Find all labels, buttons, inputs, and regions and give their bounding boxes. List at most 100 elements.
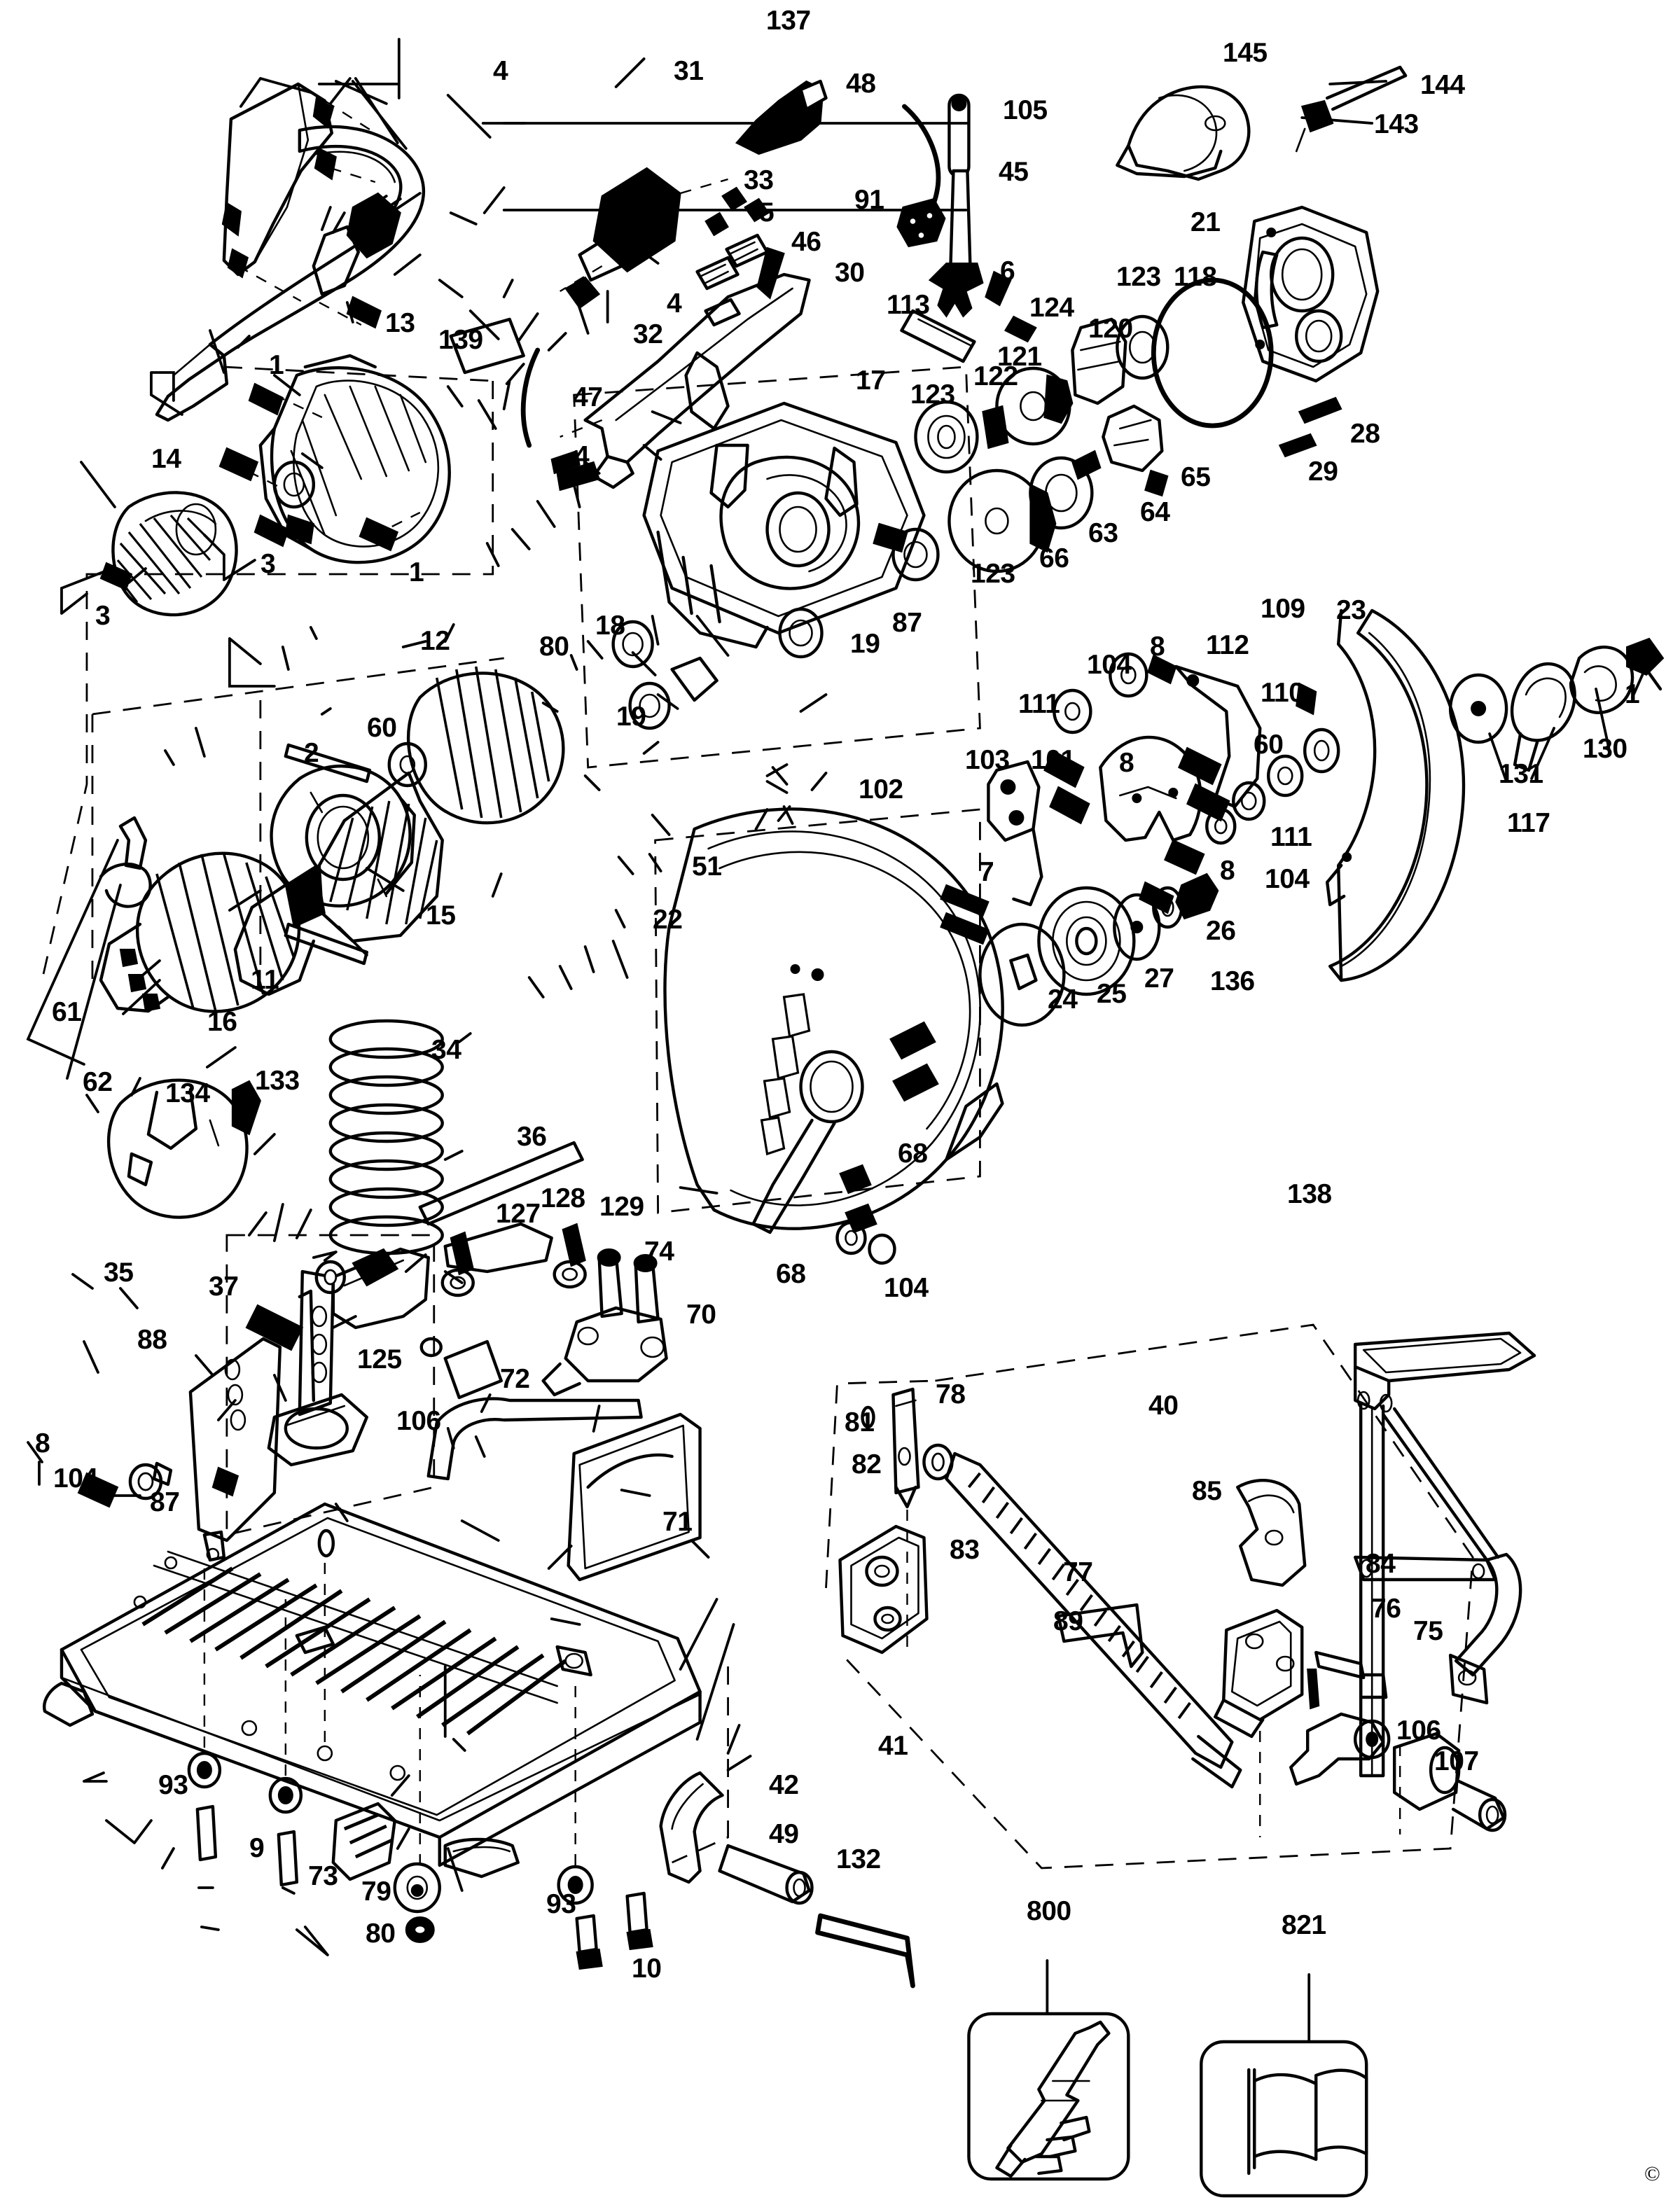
part-callout-89: 89 bbox=[1053, 1606, 1083, 1636]
part-callout-35: 35 bbox=[104, 1258, 134, 1288]
part-callout-12: 12 bbox=[420, 626, 450, 656]
part-callout-83: 83 bbox=[950, 1535, 980, 1565]
part-callout-61: 61 bbox=[52, 997, 82, 1027]
part-callout-4: 4 bbox=[574, 441, 590, 471]
part-callout-112: 112 bbox=[1206, 630, 1249, 660]
part-callout-105: 105 bbox=[1003, 95, 1048, 125]
group-trigger-145 bbox=[1116, 65, 1408, 181]
part-callout-75: 75 bbox=[1413, 1616, 1443, 1646]
part-callout-123: 123 bbox=[971, 559, 1015, 589]
part-callout-144: 144 bbox=[1420, 70, 1465, 100]
part-callout-78: 78 bbox=[936, 1379, 966, 1409]
part-118-oring bbox=[1151, 277, 1274, 429]
part-callout-133: 133 bbox=[255, 1066, 300, 1096]
part-callout-68: 68 bbox=[776, 1259, 806, 1289]
part-callout-91: 91 bbox=[854, 185, 884, 215]
part-callout-28: 28 bbox=[1350, 419, 1380, 449]
part-callout-8: 8 bbox=[1150, 632, 1165, 662]
part-callout-139: 139 bbox=[438, 325, 483, 355]
group-vise-40 bbox=[825, 1323, 1507, 1870]
part-callout-60: 60 bbox=[367, 713, 397, 743]
part-callout-127: 127 bbox=[496, 1199, 541, 1229]
part-callout-134: 134 bbox=[165, 1078, 210, 1108]
part-callout-32: 32 bbox=[633, 319, 663, 349]
part-callout-93: 93 bbox=[158, 1770, 188, 1800]
part-callout-104: 104 bbox=[884, 1273, 929, 1303]
part-callout-49: 49 bbox=[769, 1819, 799, 1849]
part-callout-8: 8 bbox=[1119, 748, 1134, 778]
part-callout-821: 821 bbox=[1282, 1910, 1326, 1940]
group-gearcase-21 bbox=[1242, 205, 1380, 383]
part-callout-40: 40 bbox=[1148, 1391, 1179, 1421]
part-callout-118: 118 bbox=[1174, 262, 1217, 292]
part-callout-80: 80 bbox=[539, 632, 569, 662]
group-base-41 bbox=[43, 1502, 915, 1989]
part-callout-68: 68 bbox=[898, 1139, 928, 1169]
part-callout-8: 8 bbox=[1220, 856, 1235, 886]
leader-lines bbox=[26, 38, 1645, 1956]
part-callout-71: 71 bbox=[662, 1507, 693, 1537]
part-callout-1: 1 bbox=[269, 350, 284, 380]
part-callout-4: 4 bbox=[493, 56, 508, 86]
part-callout-27: 27 bbox=[1144, 963, 1174, 994]
part-callout-136: 136 bbox=[1210, 966, 1255, 996]
copyright-mark: © bbox=[1644, 2162, 1660, 2185]
part-callout-85: 85 bbox=[1192, 1476, 1222, 1506]
part-callout-120: 120 bbox=[1088, 314, 1133, 344]
group-pins-28-29 bbox=[1278, 396, 1342, 458]
part-callout-1: 1 bbox=[409, 557, 424, 587]
part-callout-17: 17 bbox=[856, 365, 886, 396]
part-callout-41: 41 bbox=[878, 1731, 908, 1761]
part-callout-11: 11 bbox=[251, 965, 279, 995]
part-callout-80: 80 bbox=[366, 1919, 396, 1949]
part-callout-129: 129 bbox=[599, 1192, 644, 1222]
part-callout-9: 9 bbox=[249, 1833, 265, 1863]
part-callout-36: 36 bbox=[517, 1122, 547, 1152]
part-callout-76: 76 bbox=[1371, 1594, 1401, 1624]
part-callout-25: 25 bbox=[1097, 979, 1127, 1009]
part-callout-104: 104 bbox=[1265, 864, 1310, 894]
part-callout-5: 5 bbox=[637, 186, 653, 216]
group-geartrain bbox=[891, 314, 1169, 582]
part-callout-128: 128 bbox=[541, 1183, 585, 1213]
part-callout-130: 130 bbox=[1583, 734, 1627, 764]
part-callout-87: 87 bbox=[892, 608, 922, 638]
part-callout-6: 6 bbox=[905, 1024, 920, 1054]
part-callout-74: 74 bbox=[644, 1237, 674, 1267]
part-callout-123: 123 bbox=[1116, 262, 1161, 292]
part-callout-800: 800 bbox=[1027, 1896, 1071, 1926]
part-callout-6: 6 bbox=[1000, 256, 1015, 286]
part-callout-31: 31 bbox=[674, 56, 704, 86]
part-callout-37: 37 bbox=[209, 1272, 239, 1302]
part-callout-45: 45 bbox=[999, 157, 1029, 187]
part-callout-26: 26 bbox=[1206, 916, 1236, 946]
part-callout-3: 3 bbox=[261, 549, 276, 579]
group-armature bbox=[91, 657, 565, 1013]
part-callout-132: 132 bbox=[836, 1844, 881, 1874]
group-stand-138 bbox=[1353, 1331, 1536, 1778]
part-callout-66: 66 bbox=[1039, 543, 1069, 573]
part-callout-4: 4 bbox=[667, 288, 682, 319]
part-callout-70: 70 bbox=[686, 1300, 716, 1330]
part-callout-104: 104 bbox=[53, 1463, 98, 1494]
part-callout-103: 103 bbox=[965, 745, 1010, 775]
part-callout-14: 14 bbox=[151, 444, 181, 474]
group-guard-23 bbox=[1326, 608, 1665, 982]
group-blade-flanges bbox=[978, 872, 1219, 1027]
part-callout-122: 122 bbox=[973, 361, 1018, 391]
group-linkage bbox=[418, 1141, 702, 1582]
part-callout-34: 34 bbox=[431, 1035, 461, 1065]
part-callout-65: 65 bbox=[1181, 462, 1211, 492]
part-callout-125: 125 bbox=[357, 1344, 402, 1374]
part-callout-3: 3 bbox=[95, 601, 111, 631]
part-callout-131: 131 bbox=[1499, 759, 1543, 789]
part-callout-48: 48 bbox=[846, 69, 876, 99]
part-callout-138: 138 bbox=[1287, 1179, 1332, 1209]
part-callout-47: 47 bbox=[573, 382, 603, 412]
part-callout-143: 143 bbox=[1374, 109, 1419, 139]
part-callout-121: 121 bbox=[997, 342, 1042, 372]
part-callout-16: 16 bbox=[207, 1007, 237, 1037]
group-gearbox-17 bbox=[573, 365, 981, 769]
part-callout-84: 84 bbox=[1366, 1549, 1396, 1579]
